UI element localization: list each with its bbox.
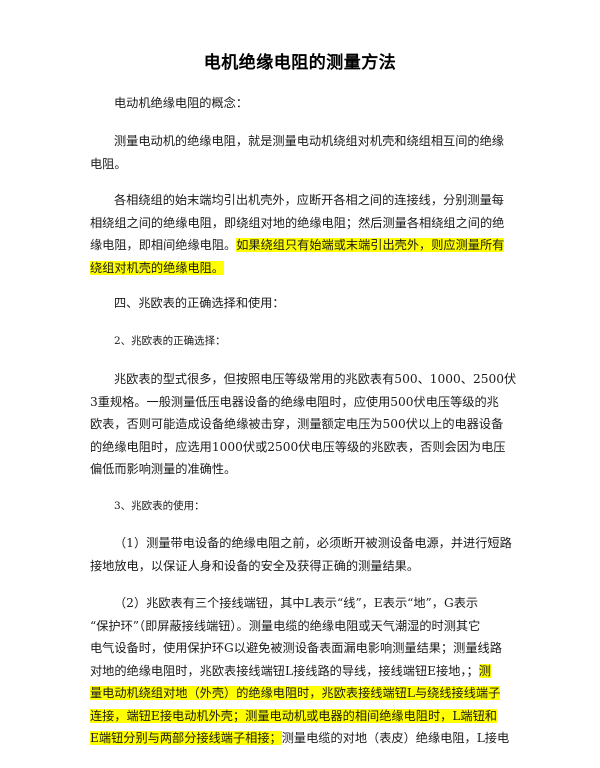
document-title: 电机绝缘电阻的测量方法 — [203, 53, 397, 73]
text-line: 兆欧表的型式很多，但按照电压等级常用的兆欧表有500、1000、2500伏 — [114, 372, 517, 386]
text-line: 量电动机绕组对地（外壳）的绝缘电阻时，兆欧表接线端钮L与绕线接线端子 — [90, 682, 514, 705]
paragraph-concept-heading: 电动机绝缘电阻的概念： — [90, 92, 514, 115]
paragraph-usage-step-1: （1）测量带电设备的绝缘电阻之前，必须断开被测设备电源，并进行短路 接地放电，以… — [90, 532, 514, 577]
text-line: 绕组对机壳的绝缘电阻。 — [90, 257, 514, 280]
text-line: 接地放电，以保证人身和设备的安全及获得正确的测量结果。 — [90, 558, 420, 573]
text-line: 各相绕组的始末端均引出机壳外，应断开各相之间的连接线，分别测量每 — [114, 193, 504, 207]
text-line: 电动机绝缘电阻的概念： — [114, 96, 249, 110]
text-line: （1）测量带电设备的绝缘电阻之前，必须断开被测设备电源，并进行短路 — [114, 536, 512, 550]
highlighted-text: 连接，端钮E接电动机外壳；测量电动机或电器的相间绝缘电阻时，L端钮和 — [90, 708, 497, 723]
text-line: 欧表，否则可能造成设备绝缘被击穿，测量额定电压为500伏以上的电器设备 — [90, 417, 504, 431]
paragraph-measurement-method: 各相绕组的始末端均引出机壳外，应断开各相之间的连接线，分别测量每 相绕组之间的绝… — [90, 189, 514, 279]
text-line: 3重规格。一般测量低压电器设备的绝缘电阻时，应使用500伏电压等级的兆 — [90, 394, 499, 409]
highlighted-text: E端钮分别与两部分接线端子相接； — [90, 731, 282, 745]
subsection-heading-usage: 3、兆欧表的使用： — [90, 495, 514, 518]
text-line: 电阻。 — [90, 156, 127, 171]
text-line: 缘电阻，即相间绝缘电阻。如果绕组只有始端或末端引出壳外，则应测量所有 — [90, 238, 505, 252]
text-line: 相绕组之间的绝缘电阻，即绕组对地的绝缘电阻；然后测量各相绕组之间的绝 — [90, 215, 505, 230]
text-line: 2、兆欧表的正确选择： — [114, 335, 226, 347]
text-line: 四、兆欧表的正确选择和使用： — [114, 296, 285, 310]
paragraph-definition: 测量电动机的绝缘电阻，就是测量电动机绕组对机壳和绕组相互间的绝缘 电阻。 — [90, 130, 514, 175]
text-line: 的绝缘电阻时，应选用1000伏或2500伏电压等级的兆欧表，否则会因为电压 — [90, 439, 506, 454]
text-line: 测量电动机的绝缘电阻，就是测量电动机绕组对机壳和绕组相互间的绝缘 — [114, 134, 504, 148]
paragraph-usage-step-2: （2）兆欧表有三个接线端钮，其中L表示“线”，E表示“地”，G表示 “保护环”（… — [90, 592, 514, 750]
subsection-heading-selection: 2、兆欧表的正确选择： — [90, 330, 514, 353]
text-line: E端钮分别与两部分接线端子相接；测量电缆的对地（表皮）绝缘电阻，L接电 — [90, 731, 510, 745]
highlighted-text: 如果绕组只有始端或末端引出壳外，则应测量所有 — [236, 238, 505, 252]
text-line: 偏低而影响测量的准确性。 — [90, 462, 237, 476]
highlighted-text: 量电动机绕组对地（外壳）的绝缘电阻时，兆欧表接线端钮L与绕线接线端子 — [90, 686, 501, 700]
text-line: （2）兆欧表有三个接线端钮，其中L表示“线”，E表示“地”，G表示 — [114, 596, 479, 610]
text-line: 电气设备时，使用保护环G以避免被测设备表面漏电影响测量结果；测量线路 — [90, 641, 502, 655]
paragraph-selection: 兆欧表的型式很多，但按照电压等级常用的兆欧表有500、1000、2500伏 3重… — [90, 368, 517, 481]
text-line: “保护环”（即屏蔽接线端钮）。测量电缆的绝缘电阻或天气潮湿的时测其它 — [90, 618, 481, 633]
section-heading-megohmmeter: 四、兆欧表的正确选择和使用： — [90, 292, 514, 315]
text-line: 对地的绝缘电阻时，兆欧表接线端钮L接线路的导线，接线端钮E接地，；测 — [90, 663, 491, 678]
highlighted-text: 测 — [478, 663, 491, 678]
text-line: 连接，端钮E接电动机外壳；测量电动机或电器的相间绝缘电阻时，L端钮和 — [90, 705, 514, 728]
text-line: 3、兆欧表的使用： — [114, 500, 205, 512]
highlighted-text: 绕组对机壳的绝缘电阻。 — [90, 260, 225, 275]
